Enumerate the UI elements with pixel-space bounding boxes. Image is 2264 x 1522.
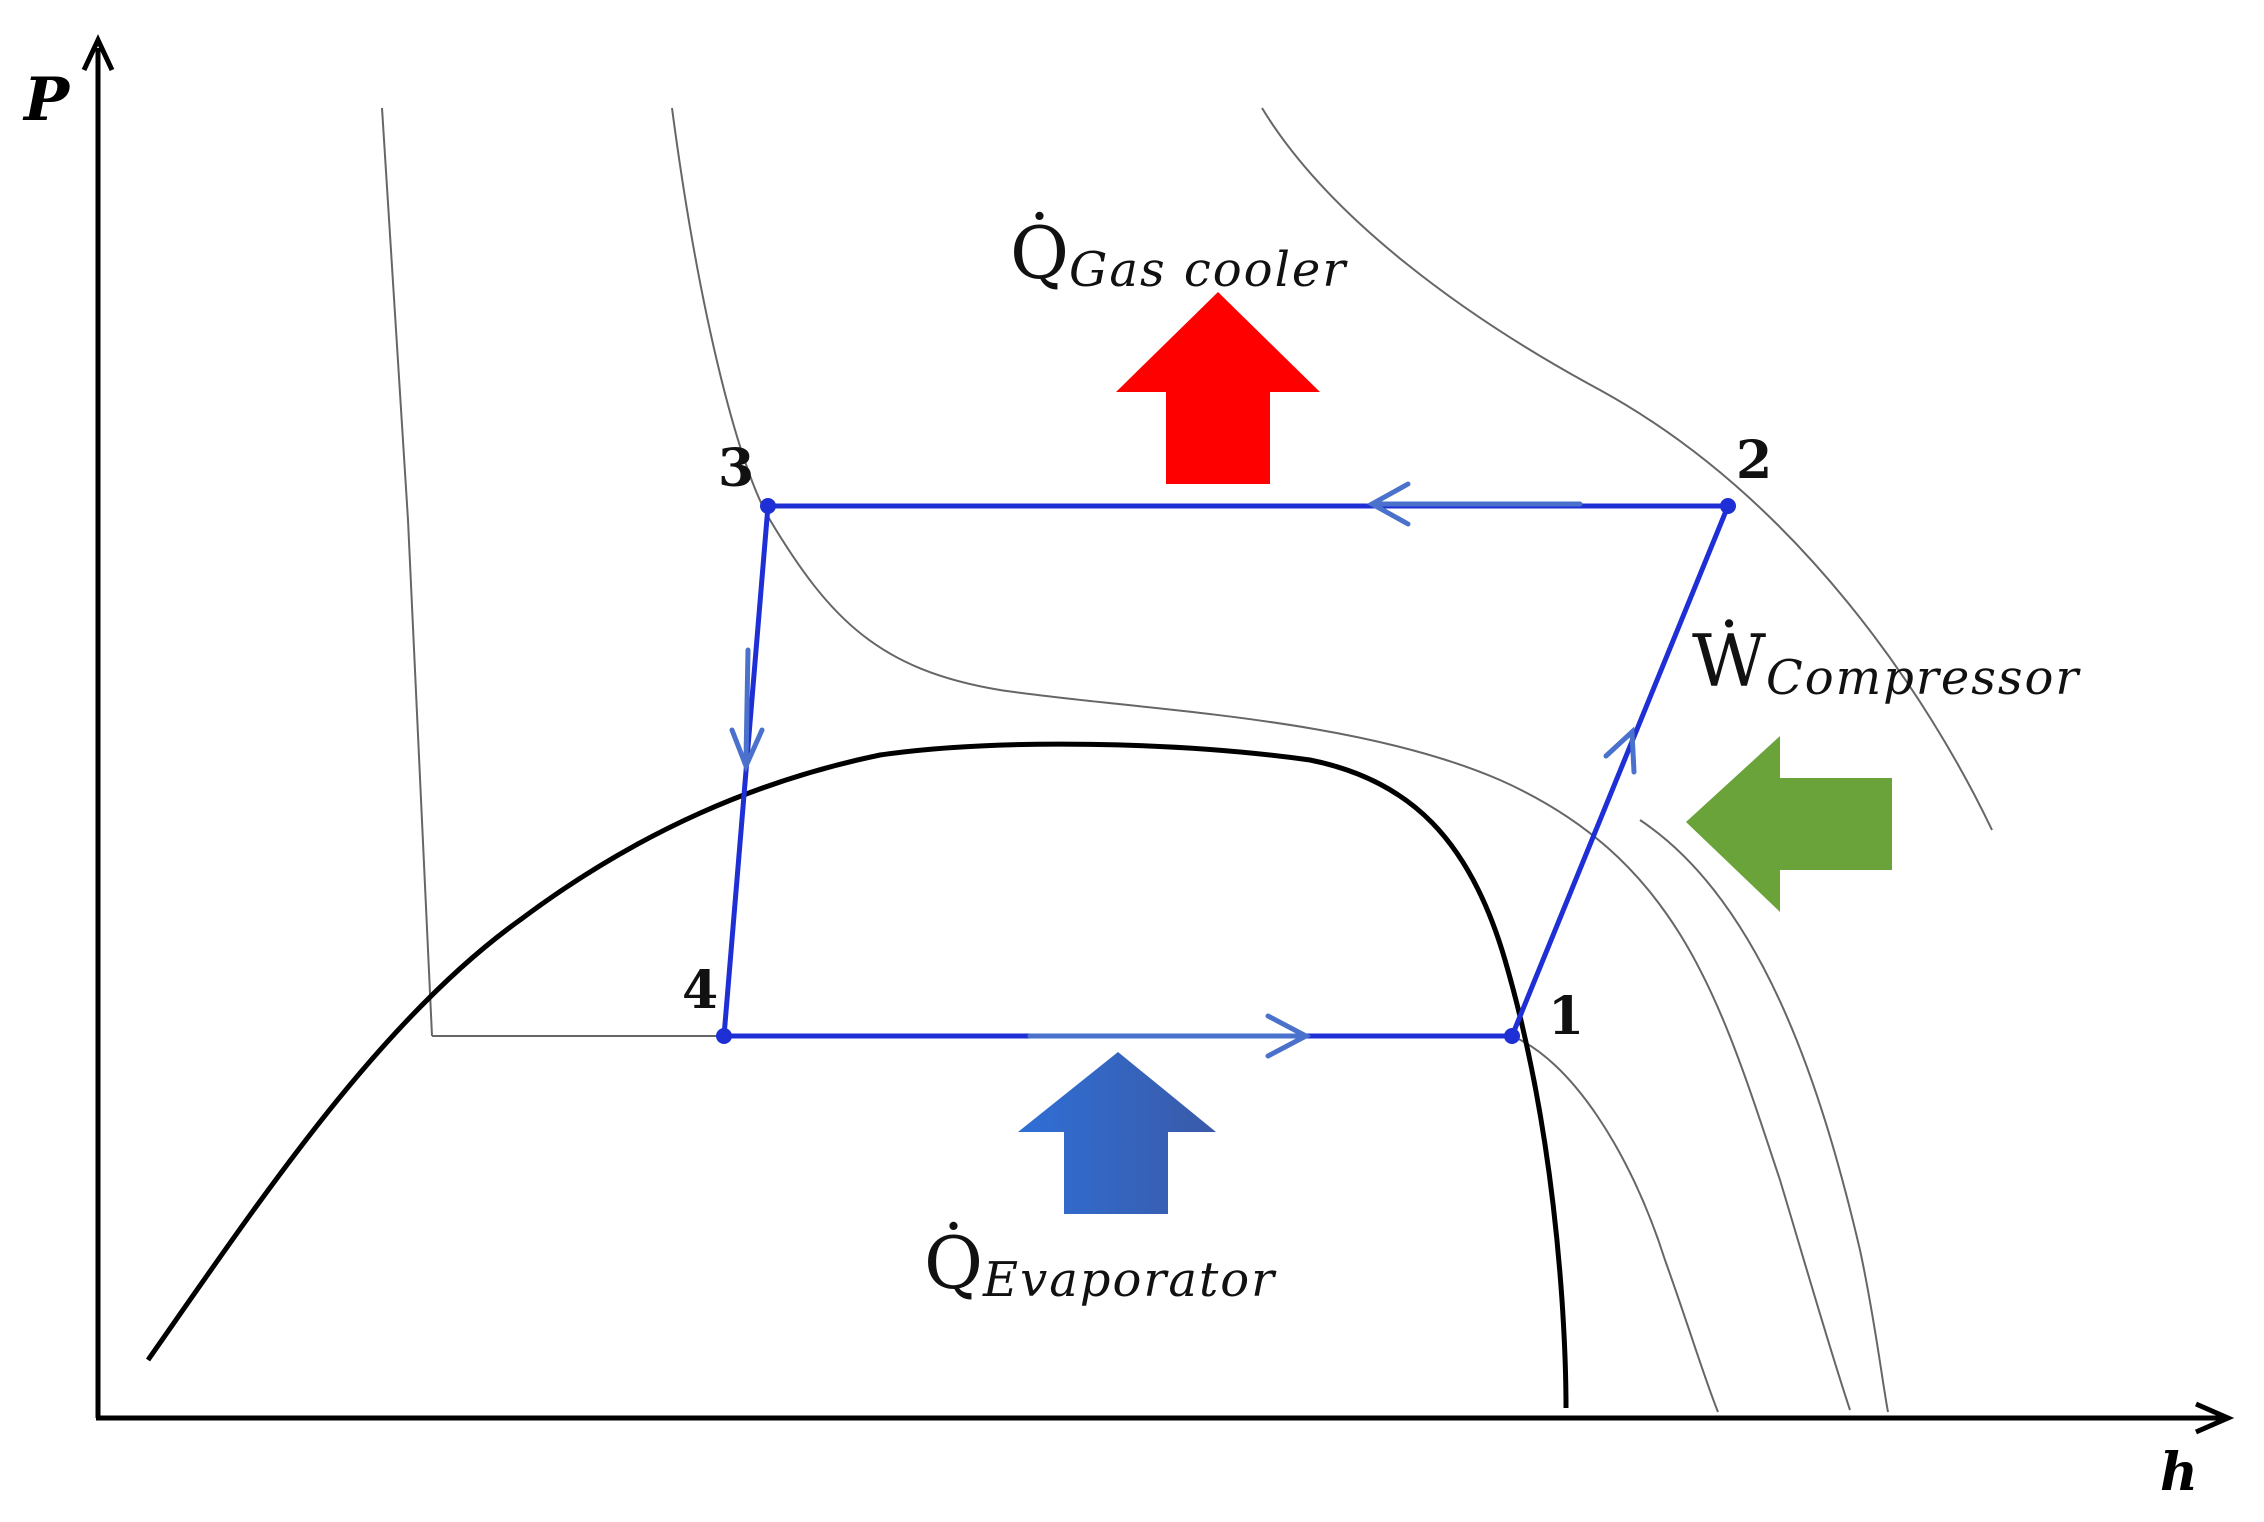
cycle-line-1-2 [1509, 505, 1731, 1037]
isotherm-critical [671, 107, 1851, 1411]
compressor-label: ẆCompressor [1692, 618, 2081, 706]
state-point-4 [716, 1028, 732, 1044]
state-point-3 [760, 498, 776, 514]
compressor-work-arrow [1686, 736, 1892, 912]
cycle [721, 503, 1731, 1039]
arrow-left-shaft [743, 647, 751, 763]
isotherm-left-liquid [381, 107, 433, 1037]
saturation-dome [145, 741, 1569, 1409]
y-axis-label: P [22, 65, 71, 135]
point-label-3: 3 [718, 438, 754, 499]
evaporator-heat-arrow [1018, 1052, 1216, 1214]
point-label-1: 1 [1548, 986, 1584, 1047]
state-point-2 [1720, 498, 1736, 514]
evaporator-symbol: Q̇ [924, 1220, 983, 1305]
gas-cooler-symbol: Q̇ [1010, 210, 1069, 295]
isotherm-outer [1639, 819, 1889, 1413]
axes: P h [22, 34, 2235, 1503]
isotherms [381, 107, 1993, 1413]
state-points [716, 498, 1736, 1044]
state-point-1 [1504, 1028, 1520, 1044]
arrow-right-head [1603, 726, 1637, 775]
gas-cooler-heat-arrow [1116, 292, 1320, 484]
point-label-2: 2 [1736, 430, 1772, 491]
gas-cooler-subscript: Gas cooler [1069, 242, 1348, 298]
compressor-symbol: Ẇ [1692, 618, 1766, 703]
arrow-top-head [1366, 481, 1411, 527]
point-label-4: 4 [682, 960, 718, 1021]
arrow-bottom-head [1265, 1013, 1312, 1059]
arrow-left-head [729, 727, 765, 773]
isotherm-evap-superheat [1511, 1035, 1719, 1413]
x-axis-arrowhead [2194, 1401, 2235, 1435]
compressor-subscript: Compressor [1766, 650, 2081, 706]
gas-cooler-label: Q̇Gas cooler [1010, 210, 1348, 298]
isotherm-high [1261, 107, 1993, 831]
evaporator-subscript: Evaporator [982, 1252, 1277, 1308]
x-axis-label: h [2160, 1442, 2198, 1503]
evaporator-label: Q̇Evaporator [924, 1220, 1277, 1308]
cycle-arrows [729, 481, 1637, 1059]
y-axis-arrowhead [81, 34, 115, 72]
